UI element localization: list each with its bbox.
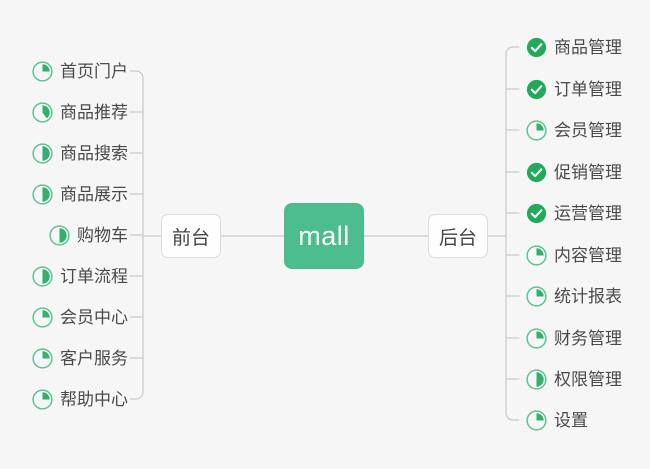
branch-node-backend-label: 后台 <box>438 227 477 249</box>
leaf-node-frontend-8[interactable]: 客户服务 <box>0 344 128 372</box>
leaf-node-backend-2[interactable]: 订单管理 <box>526 75 650 103</box>
pie-progress-icon <box>32 265 53 287</box>
leaf-node-frontend-4[interactable]: 商品展示 <box>0 180 128 208</box>
leaf-node-label: 商品搜索 <box>60 143 128 163</box>
leaf-node-backend-9[interactable]: 权限管理 <box>526 365 650 393</box>
leaf-node-frontend-5[interactable]: 购物车 <box>0 221 128 249</box>
pie-progress-icon <box>526 244 547 266</box>
check-circle-icon <box>526 37 547 58</box>
pie-progress-icon <box>32 347 53 369</box>
pie-progress-icon <box>32 306 53 328</box>
pie-progress-icon <box>32 60 53 82</box>
leaf-node-label: 帮助中心 <box>60 389 128 409</box>
leaf-node-frontend-6[interactable]: 订单流程 <box>0 262 128 290</box>
leaf-node-frontend-9[interactable]: 帮助中心 <box>0 385 128 413</box>
pie-progress-icon <box>526 327 547 349</box>
leaf-node-label: 权限管理 <box>554 369 622 389</box>
leaf-node-label: 会员中心 <box>60 307 128 327</box>
leaf-node-backend-5[interactable]: 运营管理 <box>526 199 650 227</box>
check-circle-icon <box>526 79 547 100</box>
pie-progress-icon <box>526 368 547 390</box>
leaf-node-frontend-3[interactable]: 商品搜索 <box>0 139 128 167</box>
branch-node-frontend-label: 前台 <box>171 227 210 249</box>
leaf-node-label: 设置 <box>554 410 588 430</box>
leaf-node-backend-7[interactable]: 统计报表 <box>526 282 650 310</box>
leaf-node-frontend-1[interactable]: 首页门户 <box>0 57 128 85</box>
pie-progress-icon <box>32 142 53 164</box>
branch-node-backend[interactable]: 后台 <box>428 214 488 258</box>
leaf-node-backend-6[interactable]: 内容管理 <box>526 241 650 269</box>
leaf-node-label: 订单管理 <box>554 79 622 99</box>
leaf-node-frontend-7[interactable]: 会员中心 <box>0 303 128 331</box>
leaf-node-label: 订单流程 <box>60 266 128 286</box>
leaf-node-label: 商品管理 <box>554 37 622 57</box>
root-node-mall[interactable]: mall <box>284 203 364 269</box>
leaf-node-label: 运营管理 <box>554 203 622 223</box>
leaf-node-backend-1[interactable]: 商品管理 <box>526 33 650 61</box>
leaf-node-label: 会员管理 <box>554 120 622 140</box>
pie-progress-icon <box>32 183 53 205</box>
pie-progress-icon <box>32 388 53 410</box>
pie-progress-icon <box>526 409 547 431</box>
leaf-node-label: 客户服务 <box>60 348 128 368</box>
pie-progress-icon <box>526 285 547 307</box>
leaf-node-label: 内容管理 <box>554 245 622 265</box>
pie-progress-icon <box>526 119 547 141</box>
branch-node-frontend[interactable]: 前台 <box>161 214 221 258</box>
leaf-node-label: 购物车 <box>77 225 128 245</box>
pie-progress-icon <box>49 224 70 246</box>
pie-progress-icon <box>32 101 53 123</box>
check-circle-icon <box>526 162 547 183</box>
leaf-node-backend-4[interactable]: 促销管理 <box>526 158 650 186</box>
leaf-node-frontend-2[interactable]: 商品推荐 <box>0 98 128 126</box>
check-circle-icon <box>526 203 547 224</box>
leaf-node-backend-8[interactable]: 财务管理 <box>526 324 650 352</box>
leaf-node-label: 统计报表 <box>554 286 622 306</box>
root-node-label: mall <box>298 220 350 251</box>
leaf-node-backend-3[interactable]: 会员管理 <box>526 116 650 144</box>
leaf-node-label: 商品推荐 <box>60 102 128 122</box>
leaf-node-label: 商品展示 <box>60 184 128 204</box>
leaf-node-label: 首页门户 <box>60 61 128 81</box>
leaf-node-backend-10[interactable]: 设置 <box>526 406 650 434</box>
leaf-node-label: 促销管理 <box>554 162 622 182</box>
leaf-node-label: 财务管理 <box>554 328 622 348</box>
